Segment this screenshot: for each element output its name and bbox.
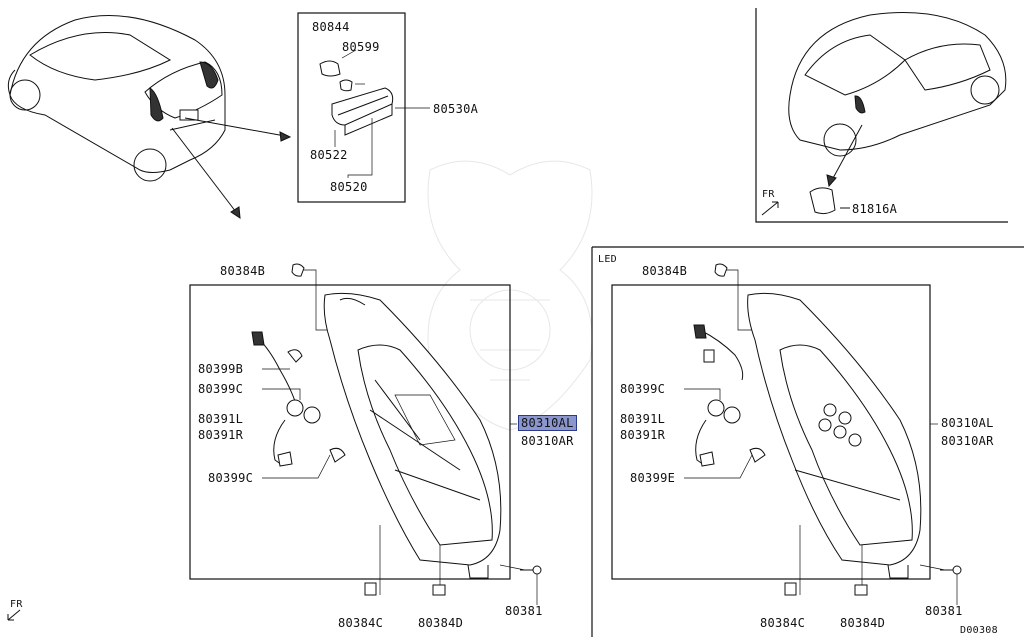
- right-part-label-80391L[interactable]: 80391L: [620, 412, 666, 426]
- left-part-label-80384B[interactable]: 80384B: [220, 264, 266, 278]
- left-part-label-80310AL-highlighted[interactable]: 80310AL: [518, 415, 577, 431]
- right-part-label-80310AL[interactable]: 80310AL: [941, 416, 994, 430]
- led-label: LED: [598, 254, 617, 265]
- right-part-label-80384C[interactable]: 80384C: [760, 616, 806, 630]
- right-part-label-80384B[interactable]: 80384B: [642, 264, 688, 278]
- part-label-80844[interactable]: 80844: [312, 20, 350, 34]
- part-label-80599[interactable]: 80599: [342, 40, 380, 54]
- car-front-view-right: [755, 8, 1008, 223]
- left-part-label-80310AR[interactable]: 80310AR: [521, 434, 574, 448]
- left-part-label-80399C-2[interactable]: 80399C: [208, 471, 254, 485]
- part-label-80520[interactable]: 80520: [330, 180, 368, 194]
- car-rear-view-left: [7, 15, 292, 219]
- right-part-label-80310AR[interactable]: 80310AR: [941, 434, 994, 448]
- right-part-label-80384D[interactable]: 80384D: [840, 616, 886, 630]
- left-part-label-80391L[interactable]: 80391L: [198, 412, 244, 426]
- left-taillamp-panel: [189, 263, 542, 605]
- fr-arrow-icon: [7, 609, 21, 621]
- left-part-label-80381[interactable]: 80381: [505, 604, 543, 618]
- left-part-label-80384D[interactable]: 80384D: [418, 616, 464, 630]
- left-part-label-80399B[interactable]: 80399B: [198, 362, 244, 376]
- license-lamp-box: [297, 12, 430, 203]
- left-part-label-80399C[interactable]: 80399C: [198, 382, 244, 396]
- right-part-label-80391R[interactable]: 80391R: [620, 428, 666, 442]
- part-label-80530A[interactable]: 80530A: [433, 102, 479, 116]
- fr-label-top: FR: [762, 189, 775, 200]
- part-label-81816A[interactable]: 81816A: [852, 202, 898, 216]
- diagram-code: D00308: [960, 625, 998, 636]
- right-part-label-80399C[interactable]: 80399C: [620, 382, 666, 396]
- left-part-label-80384C[interactable]: 80384C: [338, 616, 384, 630]
- right-part-label-80399E[interactable]: 80399E: [630, 471, 676, 485]
- right-part-label-80381[interactable]: 80381: [925, 604, 963, 618]
- right-taillamp-panel: [611, 263, 962, 605]
- left-part-label-80391R[interactable]: 80391R: [198, 428, 244, 442]
- fr-label-bottom: FR: [10, 599, 23, 610]
- part-label-80522[interactable]: 80522: [310, 148, 348, 162]
